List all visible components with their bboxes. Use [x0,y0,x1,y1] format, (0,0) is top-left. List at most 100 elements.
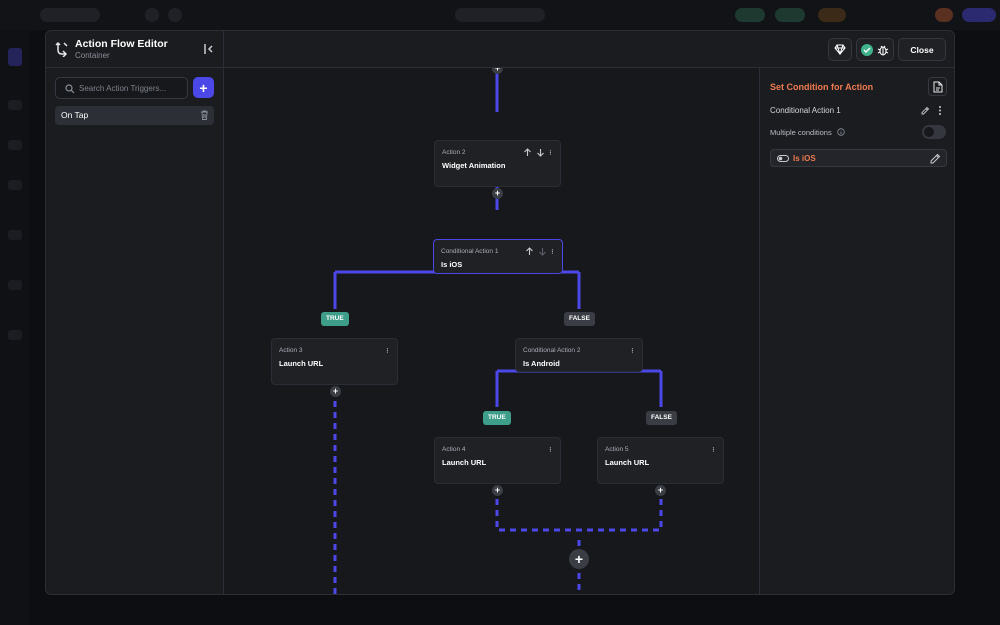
arrow-down-icon[interactable] [538,247,547,256]
node-tools [525,247,556,256]
node-kicker: Action 4 [442,446,466,453]
multiple-conditions-label: Multiple conditions [770,128,832,137]
info-icon[interactable] [837,128,845,136]
background-logo [40,8,100,22]
false-branch-label: FALSE [646,411,677,425]
trash-icon[interactable] [200,110,209,120]
edit-icon[interactable] [921,106,930,115]
search-box [55,77,188,99]
page-subtitle: Container [75,51,110,60]
add-action-button[interactable]: + [655,485,666,496]
document-icon [933,81,943,92]
node-title: Launch URL [605,458,650,467]
background-avatar [935,8,953,22]
add-action-button[interactable]: + [492,485,503,496]
triggers-panel: + On Tap [46,68,224,594]
background-app-rail [0,30,30,625]
action-node-2[interactable]: Action 2 Widget Animation [434,140,561,187]
edit-condition-icon[interactable] [930,153,941,164]
add-merge-action-button[interactable]: + [569,549,589,569]
more-icon[interactable] [549,148,554,157]
action-node-4[interactable]: Action 4 Launch URL [434,437,561,484]
node-title: Is iOS [441,260,463,269]
node-tools [631,346,636,355]
add-action-button[interactable]: + [330,386,341,397]
arrow-up-icon[interactable] [525,247,534,256]
node-tools [523,148,554,157]
node-title: Widget Animation [442,161,506,170]
node-tools [549,445,554,454]
node-kicker: Action 5 [605,446,629,453]
action-flow-icon [55,41,68,57]
more-icon[interactable] [631,346,636,355]
collapse-panel-icon[interactable] [203,43,215,55]
condition-row[interactable]: Is iOS [770,149,947,167]
background-rail-item [8,180,22,190]
true-branch-label: TRUE [321,312,349,326]
add-action-button[interactable]: + [492,68,503,74]
more-icon[interactable] [937,105,943,116]
flow-canvas[interactable]: + Action 2 Widget Animation + Conditiona… [224,68,759,594]
background-status [775,8,805,22]
action-node-3[interactable]: Action 3 Launch URL [271,338,398,385]
background-search [455,8,545,22]
condition-label: Is iOS [793,154,816,163]
close-button[interactable]: Close [898,38,946,61]
background-rail-item [8,280,22,290]
background-rail-item [8,100,22,110]
search-input[interactable] [79,80,185,96]
background-rail-item [8,140,22,150]
check-icon [861,43,873,56]
validation-debug-button[interactable] [856,38,894,61]
action-node-5[interactable]: Action 5 Launch URL [597,437,724,484]
condition-panel: Set Condition for Action Conditional Act… [759,68,954,594]
node-title: Is Android [523,359,560,368]
page-title: Action Flow Editor [75,38,168,50]
node-tools [386,346,391,355]
documentation-button[interactable] [928,77,947,96]
background-rail-item [8,230,22,240]
trigger-item-on-tap[interactable]: On Tap [55,106,214,125]
action-flow-editor-modal: Action Flow Editor Container Close [45,30,955,595]
background-status [818,8,846,22]
background-rail-item [8,330,22,340]
arrow-up-icon[interactable] [523,148,532,157]
node-title: Launch URL [279,359,324,368]
conditional-node-1[interactable]: Conditional Action 1 Is iOS [433,239,563,274]
dashed-connector [495,466,663,532]
bug-icon [877,45,889,56]
node-kicker: Action 3 [279,347,303,354]
background-status [735,8,765,22]
toggle-condition-icon [777,155,789,162]
node-kicker: Action 2 [442,149,466,156]
more-icon[interactable] [712,445,717,454]
modal-header: Action Flow Editor Container Close [46,31,954,68]
conditional-action-name: Conditional Action 1 [770,106,841,115]
true-branch-label: TRUE [483,411,511,425]
false-branch-label: FALSE [564,312,595,326]
background-rail-item [8,48,22,66]
trigger-label: On Tap [61,110,89,120]
node-kicker: Conditional Action 1 [441,248,499,255]
search-icon [65,84,75,94]
diamond-icon [834,44,846,55]
multiple-conditions-toggle[interactable] [922,125,946,139]
more-icon[interactable] [549,445,554,454]
add-trigger-button[interactable]: + [193,77,214,98]
more-icon[interactable] [551,247,556,256]
background-button [962,8,996,22]
node-kicker: Conditional Action 2 [523,347,581,354]
condition-panel-title: Set Condition for Action [770,82,874,92]
diamond-button[interactable] [828,38,852,61]
toggle-knob [924,127,934,137]
node-tools [712,445,717,454]
header-title-area: Action Flow Editor Container [46,31,224,68]
background-icon [145,8,159,22]
more-icon[interactable] [386,346,391,355]
background-icon [168,8,182,22]
conditional-node-2[interactable]: Conditional Action 2 Is Android [515,338,643,372]
background-app-topbar [0,0,1000,30]
add-action-button[interactable]: + [492,188,503,199]
node-title: Launch URL [442,458,487,467]
arrow-down-icon[interactable] [536,148,545,157]
